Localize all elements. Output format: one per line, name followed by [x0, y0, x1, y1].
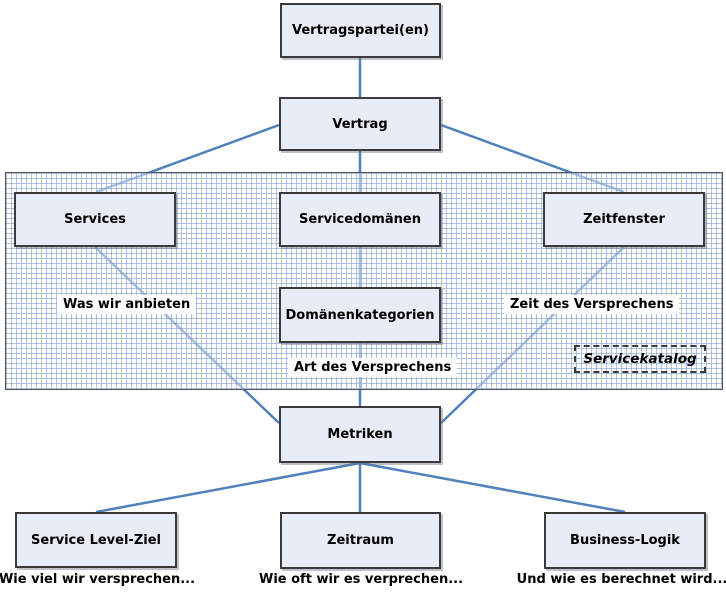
node-vertragsparteien-label: Vertragspartei(en) [292, 23, 429, 38]
node-business-logik: Business-Logik [544, 512, 706, 569]
node-domaenenkategorien: Domänenkategorien [279, 287, 441, 343]
node-zeitraum: Zeitraum [280, 512, 441, 569]
caption-business-logik: Und wie es berechnet wird... [516, 572, 726, 587]
node-vertrag: Vertrag [279, 97, 441, 151]
node-service-level-ziel: Service Level-Ziel [15, 512, 177, 568]
node-zeitfenster: Zeitfenster [543, 192, 705, 247]
annotation-zeit-des-versprechens: Zeit des Versprechens [504, 295, 680, 314]
servicekatalog-dashed-box: Servicekatalog [574, 345, 706, 373]
node-services: Services [14, 192, 176, 247]
node-service-level-ziel-label: Service Level-Ziel [31, 532, 161, 548]
connector-metriken-business-logik [359, 461, 626, 514]
node-business-logik-label: Business-Logik [570, 533, 680, 548]
node-vertragsparteien: Vertragspartei(en) [280, 3, 441, 58]
servicekatalog-label: Servicekatalog [583, 351, 697, 367]
caption-service-level-ziel: Wie viel wir versprechen... [0, 572, 196, 587]
node-services-label: Services [64, 212, 126, 227]
node-zeitfenster-label: Zeitfenster [583, 212, 665, 227]
annotation-was-wir-anbieten: Was wir anbieten [57, 295, 197, 314]
annotation-art-des-versprechens: Art des Versprechens [288, 358, 458, 377]
node-vertrag-label: Vertrag [332, 116, 388, 132]
node-domaenenkategorien-label: Domänenkategorien [285, 307, 435, 323]
node-servicedomaenen-label: Servicedomänen [299, 212, 421, 227]
caption-zeitraum: Wie oft wir es verprechen... [258, 572, 464, 587]
connector-metriken-service-level-ziel [95, 461, 361, 514]
node-zeitraum-label: Zeitraum [327, 533, 394, 548]
node-servicedomaenen: Servicedomänen [279, 192, 441, 247]
node-metriken: Metriken [279, 406, 441, 463]
node-metriken-label: Metriken [327, 427, 393, 442]
